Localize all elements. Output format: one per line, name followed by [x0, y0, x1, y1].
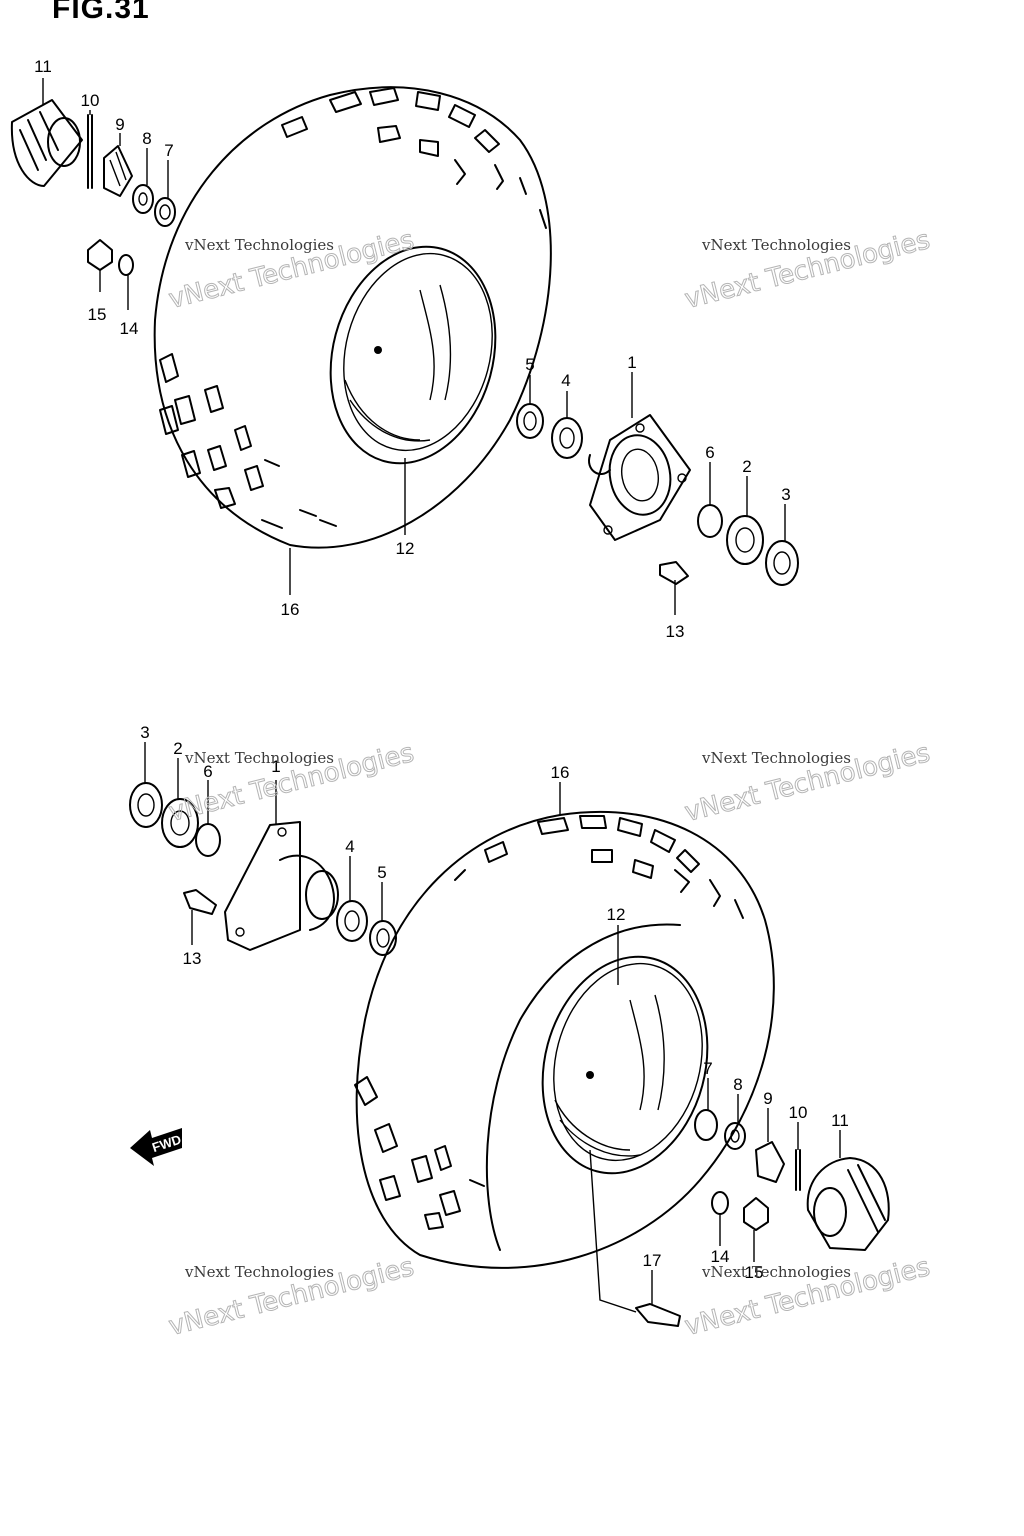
- top-callout-8: 8: [142, 129, 151, 148]
- bottom-bearing-4: [336, 900, 368, 942]
- svg-text:vNext Technologies: vNext Technologies: [701, 749, 851, 767]
- watermark-6: vNext Technologies vNext Technologies: [681, 1252, 933, 1343]
- top-callout-11: 11: [34, 57, 52, 76]
- bottom-callout-2: 2: [173, 739, 182, 758]
- bottom-hub-cap: [806, 1157, 890, 1251]
- svg-text:vNext Technologies: vNext Technologies: [184, 236, 334, 254]
- top-callout-16: 16: [281, 600, 300, 619]
- bottom-seal-5: [369, 920, 397, 956]
- top-bearing-2: [726, 515, 764, 565]
- bottom-callout-15: 15: [745, 1263, 764, 1282]
- top-seal-5: [516, 403, 544, 439]
- top-bolt-13: [659, 561, 689, 585]
- bottom-callout-8: 8: [733, 1075, 742, 1094]
- bottom-washer-8: [724, 1122, 746, 1150]
- top-callout-13: 13: [666, 622, 685, 641]
- top-spacer-6: [697, 504, 723, 538]
- top-hub-1: [588, 414, 691, 541]
- svg-text:vNext Technologies: vNext Technologies: [701, 236, 851, 254]
- top-nut-15: [87, 239, 113, 271]
- top-callout-3: 3: [781, 485, 790, 504]
- top-callout-1: 1: [627, 353, 636, 372]
- bottom-callout-17: 17: [643, 1251, 662, 1270]
- top-tire: [153, 86, 552, 549]
- bottom-bolt-13: [183, 889, 217, 915]
- watermark-5: vNext Technologies vNext Technologies: [165, 1252, 417, 1343]
- bottom-callout-12: 12: [607, 905, 626, 924]
- bottom-washer-14: [711, 1191, 729, 1215]
- top-callout-7: 7: [164, 141, 173, 160]
- watermark-4: vNext Technologies vNext Technologies: [681, 738, 933, 829]
- bottom-stud-17: [635, 1303, 681, 1327]
- bottom-callout-3: 3: [140, 723, 149, 742]
- bottom-callout-10: 10: [789, 1103, 808, 1122]
- top-washer-8: [132, 184, 154, 214]
- bottom-callout-14: 14: [711, 1247, 730, 1266]
- bottom-spacer-6: [195, 823, 221, 857]
- top-washer-14: [118, 254, 134, 276]
- bottom-nut-15: [743, 1197, 769, 1231]
- fwd-arrow-icon: FWD: [130, 1128, 183, 1166]
- svg-text:vNext Technologies: vNext Technologies: [701, 1263, 851, 1281]
- top-castle-nut: [103, 145, 133, 197]
- bottom-cotter-pin: [795, 1149, 801, 1191]
- bottom-callout-16: 16: [551, 763, 570, 782]
- bottom-callout-4: 4: [345, 837, 354, 856]
- top-callout-5: 5: [525, 355, 534, 374]
- top-callout-2: 2: [742, 457, 751, 476]
- top-callout-10: 10: [81, 91, 100, 110]
- top-seal-3: [765, 540, 799, 586]
- top-callout-14: 14: [120, 319, 139, 338]
- watermark-2: vNext Technologies vNext Technologies: [681, 225, 933, 316]
- bottom-callout-13: 13: [183, 949, 202, 968]
- bottom-tire: [354, 810, 775, 1269]
- bottom-callout-5: 5: [377, 863, 386, 882]
- top-callout-15: 15: [88, 305, 107, 324]
- top-callout-9: 9: [115, 115, 124, 134]
- bottom-hub-1: [224, 821, 339, 951]
- top-spacer-7: [154, 197, 176, 227]
- bottom-callout-7: 7: [703, 1059, 712, 1078]
- bottom-assembly: FWD 3 2 6 1 4: [129, 723, 890, 1327]
- bottom-callout-9: 9: [763, 1089, 772, 1108]
- svg-text:vNext Technologies: vNext Technologies: [184, 749, 334, 767]
- top-cotter-pin: [87, 114, 93, 189]
- bottom-callout-1: 1: [271, 757, 280, 776]
- bottom-spacer-7: [694, 1109, 718, 1141]
- watermark-3: vNext Technologies vNext Technologies: [165, 738, 417, 829]
- svg-text:vNext Technologies: vNext Technologies: [184, 1263, 334, 1281]
- watermark-1: vNext Technologies vNext Technologies: [165, 225, 417, 316]
- bottom-bearing-2: [161, 798, 199, 848]
- top-bearing-4: [551, 417, 583, 459]
- bottom-callout-6: 6: [203, 762, 212, 781]
- figure-title: FIG.31: [52, 0, 150, 25]
- bottom-castle-nut: [755, 1141, 785, 1183]
- top-callout-12: 12: [396, 539, 415, 558]
- bottom-seal-3: [129, 782, 163, 828]
- bottom-callout-11: 11: [831, 1111, 849, 1130]
- top-assembly: 11 10 9 8 7 15 14 5 4 1 6 2 3 13 12 16: [10, 57, 799, 641]
- top-callout-4: 4: [561, 371, 570, 390]
- top-callout-6: 6: [705, 443, 714, 462]
- top-hub-cap: [10, 99, 83, 187]
